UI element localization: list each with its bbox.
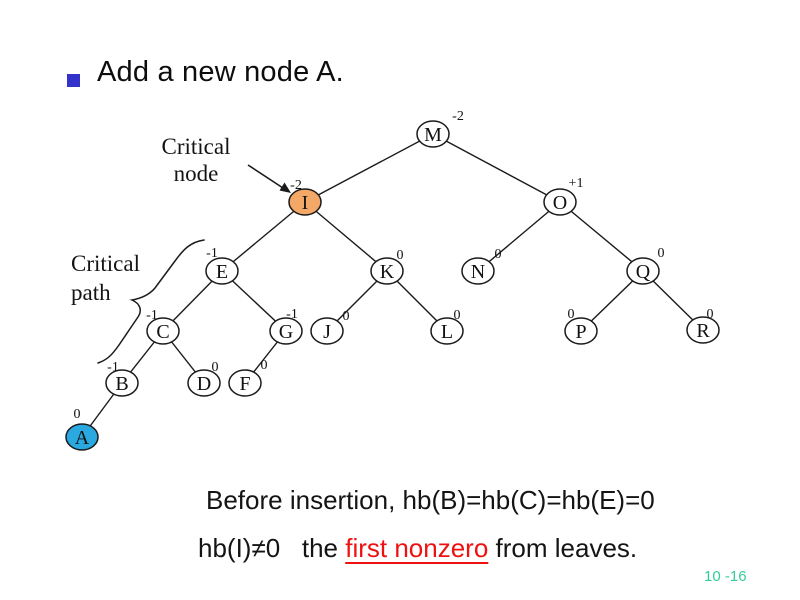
note-line-2: hb(I)≠0 the first nonzero from leaves. [198,533,655,564]
tree-node-label-O: O [553,192,567,214]
critical-path-label: Critical path [71,251,140,306]
page-number: 10 -16 [704,568,747,585]
tree-node-label-A: A [75,427,90,449]
balance-factor-N: 0 [495,247,502,262]
critical-node-arrowhead [279,182,291,193]
tree-node-label-Q: Q [636,261,651,283]
tree-node-N [461,257,495,285]
balance-factor-F: 0 [261,358,268,373]
balance-factor-B: -1 [107,360,119,375]
tree-node-label-G: G [279,321,293,343]
notes: Before insertion, hb(B)=hb(C)=hb(E)=0 hb… [198,485,655,564]
balance-factor-O: +1 [569,176,584,191]
tree-node-F [228,369,262,397]
balance-factor-Q: 0 [658,246,665,261]
tree-node-label-N: N [471,261,485,283]
tree-node-K [370,257,404,285]
tree-node-Q [626,257,660,285]
tree-node-G [269,317,303,345]
tree-node-J [310,317,344,345]
tree-node-L [430,317,464,345]
balance-factor-L: 0 [454,308,461,323]
tree-node-label-K: K [380,261,395,283]
tree-node-I [288,188,322,216]
edge-M-I [304,133,434,203]
balance-factor-D: 0 [212,360,219,375]
balance-factor-G: -1 [286,307,298,322]
tree-node-label-E: E [216,261,228,283]
tree-node-label-R: R [696,320,710,342]
tree-node-O [543,188,577,216]
tree-node-E [205,257,239,285]
note-line2-suffix: from leaves. [488,533,638,563]
balance-factor-P: 0 [568,307,575,322]
tree-nodes: M-2I-2O+1E-1K0N0Q0C-1G-1J0L0P0R0B-1D0F0A… [65,109,720,451]
balance-factor-C: -1 [146,308,158,323]
critical-node-label: Critical node [161,134,231,187]
edge-M-O [432,133,561,203]
tree-node-label-I: I [302,192,309,214]
slide-title: Add a new node A. [97,56,344,88]
balance-factor-M: -2 [452,109,464,124]
tree-node-M [416,120,450,148]
note-line2-highlight: first nonzero [345,533,489,563]
balance-factor-E: -1 [206,246,218,261]
note-line-1: Before insertion, hb(B)=hb(C)=hb(E)=0 [206,485,655,515]
tree-node-label-B: B [115,373,128,395]
tree-node-label-F: F [239,373,250,395]
balance-factor-K: 0 [397,248,404,263]
tree-node-C [146,317,180,345]
tree-node-label-C: C [156,321,169,343]
tree-node-A [65,423,99,451]
critical-node-arrow [247,164,284,189]
tree-node-P [564,317,598,345]
tree-node-label-M: M [424,124,442,146]
balance-factor-A: 0 [74,407,81,422]
tree-node-D [187,369,221,397]
balance-factor-J: 0 [343,309,350,324]
critical-path-brace [97,239,205,364]
tree-node-R [686,316,720,344]
balance-factor-I: -2 [290,178,302,193]
tree-node-label-P: P [575,321,586,343]
tree-node-B [105,369,139,397]
edge-O-Q [559,201,644,272]
tree-node-label-D: D [197,373,211,395]
edge-O-N [477,201,561,272]
balance-factor-R: 0 [707,307,714,322]
tree-node-label-L: L [441,321,453,343]
edge-I-E [221,201,306,272]
bullet-icon [67,74,80,87]
tree-node-label-J: J [323,321,331,343]
note-line2-prefix: hb(I)≠0 the [198,533,346,563]
edge-I-K [304,201,388,272]
